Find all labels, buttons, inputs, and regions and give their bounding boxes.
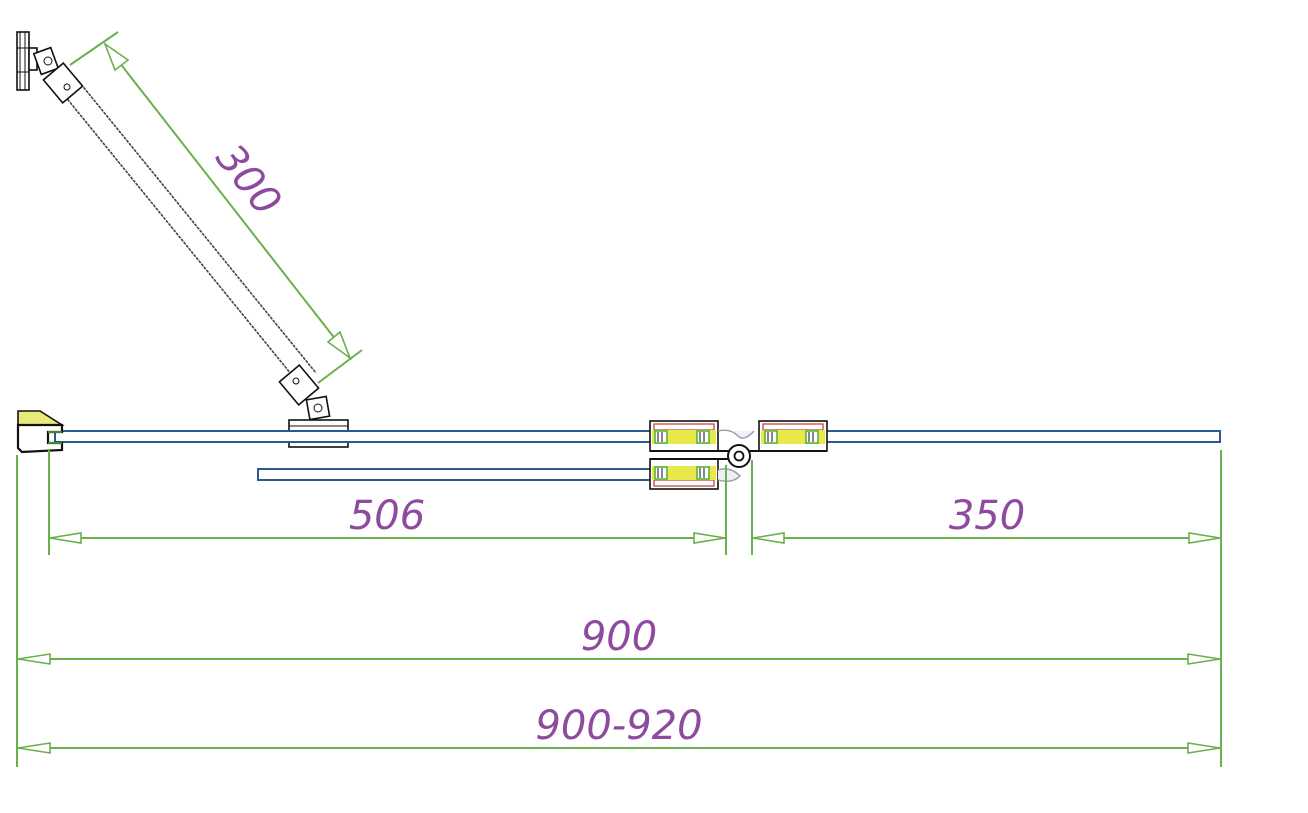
dimension-label-900-920: 900-920	[535, 703, 702, 749]
dimension-506: 506	[49, 493, 726, 544]
dimension-900-920: 900-920	[17, 703, 1221, 754]
glass-panels	[54, 430, 1221, 481]
wall-profile-icon	[16, 410, 65, 454]
dimension-label-506: 506	[349, 493, 425, 539]
hinge-knob-icon	[650, 429, 827, 483]
stabilizer-bar	[59, 77, 317, 386]
dimension-label-300: 300	[207, 136, 290, 224]
dimension-label-350: 350	[949, 493, 1025, 539]
extension-lines	[16, 450, 1222, 767]
dimension-900: 900	[17, 614, 1221, 665]
glass-panel-left	[54, 430, 656, 443]
top-wall-bracket-icon	[16, 31, 84, 104]
dimension-350: 350	[752, 493, 1221, 544]
dimension-300: 300	[69, 31, 363, 384]
glass-panel-sliding	[257, 468, 654, 481]
dimension-label-900: 900	[581, 614, 657, 660]
glass-panel-right	[821, 430, 1221, 443]
roller-assembly-top-right	[758, 420, 828, 452]
roller-assembly-bottom-left	[649, 458, 719, 490]
roller-assembly-top-left	[649, 420, 719, 452]
